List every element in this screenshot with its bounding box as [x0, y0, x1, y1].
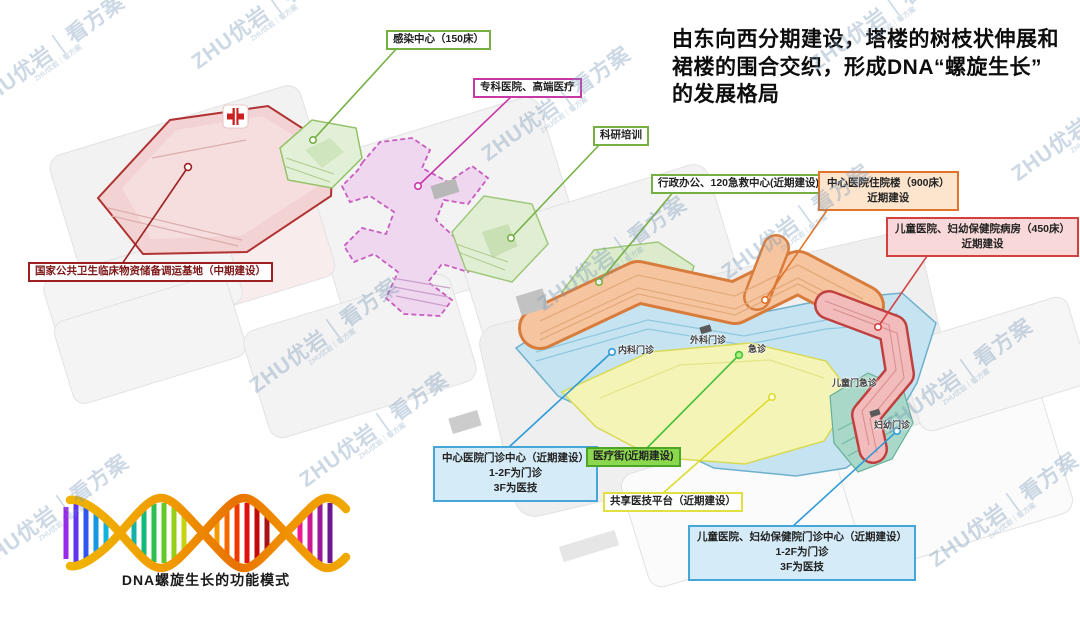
infection-center-building [279, 119, 363, 189]
red-cross-icon [222, 104, 249, 129]
entrance-icon [869, 408, 881, 418]
national-base-building [96, 104, 335, 256]
research-training-building [451, 195, 549, 283]
label-research-training: 科研培训 [593, 126, 649, 146]
headline-text: 由东向西分期建设，塔楼的树枝状伸展和 裙楼的围合交织，形成DNA“螺旋生长” 的… [672, 28, 1059, 107]
label-central-inpatient: 中心医院住院楼（900床） 近期建设 [818, 171, 959, 212]
tag-children-emergency: 儿童门急诊 [832, 378, 878, 388]
connector-lines [121, 46, 933, 528]
label-specialty-hospital: 专科医院、高端医疗 [473, 78, 582, 98]
label-national-base: 国家公共卫生临床物资储备调运基地（中期建设） [28, 262, 273, 282]
tag-maternal-outpatient: 妇幼门诊 [874, 420, 911, 430]
entrance-icon [699, 324, 712, 335]
label-infection-center: 感染中心（150床） [386, 30, 492, 50]
label-medical-street: 医疗街(近期建设) [586, 447, 681, 467]
inpatient-tower-building [518, 234, 885, 350]
label-children-outpatient: 儿童医院、妇幼保健院门诊中心（近期建设） 1-2F为门诊 3F为医技 [688, 525, 916, 581]
dna-caption: DNA螺旋生长的功能模式 [121, 572, 291, 588]
label-children-ward: 儿童医院、妇幼保健院病房（450床） 近期建设 [886, 217, 1080, 258]
dna-helix-graphic [63, 493, 351, 573]
label-central-outpatient: 中心医院门诊中心（近期建设） 1-2F为门诊 3F为医技 [433, 446, 598, 502]
tag-emergency: 急诊 [748, 344, 767, 354]
label-shared-platform: 共享医技平台（近期建设） [603, 492, 743, 512]
tag-internal-outpatient: 内科门诊 [618, 345, 655, 355]
label-admin-emergency: 行政办公、120急救中心(近期建设) [651, 174, 827, 194]
tag-surgery-outpatient: 外科门诊 [690, 335, 727, 345]
